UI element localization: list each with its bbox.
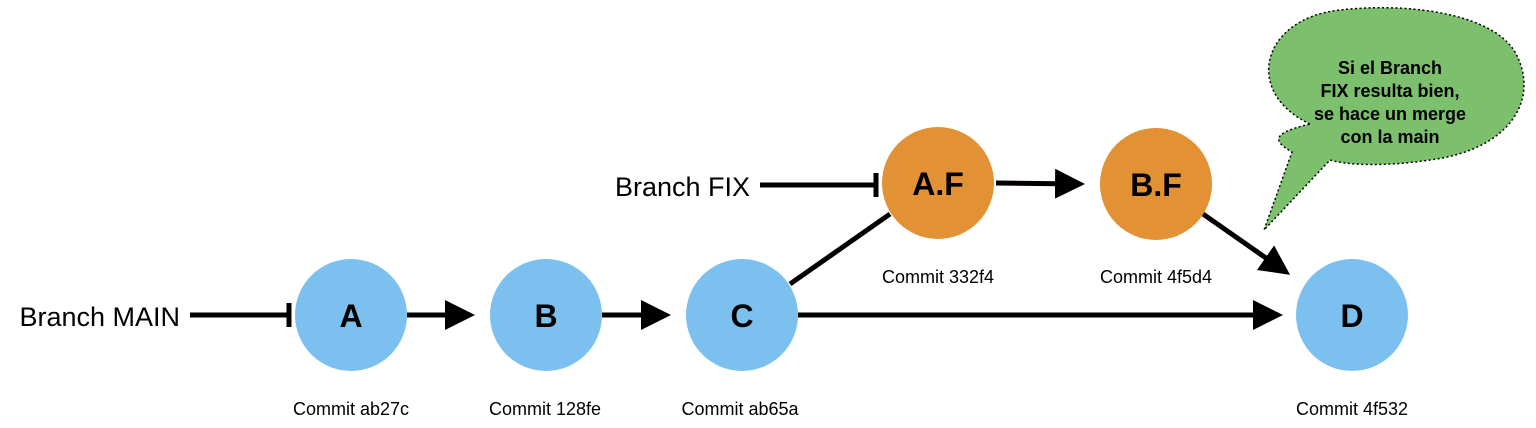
callout-line-1: Si el Branch — [1338, 58, 1442, 78]
node-bf: B.F Commit 4f5d4 — [1100, 128, 1212, 287]
node-b-label: B — [534, 298, 557, 334]
connectors — [190, 168, 1291, 330]
callout-bubble-shape — [1263, 6, 1525, 231]
commit-circle-b — [490, 259, 602, 371]
node-c-label: C — [730, 298, 753, 334]
node-bf-commit: Commit 4f5d4 — [1100, 267, 1212, 287]
branch-fix-label: Branch FIX — [615, 172, 750, 202]
arrow-af-bf — [995, 168, 1085, 199]
commit-circle-c — [686, 259, 798, 371]
node-bf-label: B.F — [1130, 167, 1182, 203]
node-c-commit: Commit ab65a — [681, 399, 799, 419]
callout-line-3: se hace un merge — [1314, 104, 1466, 124]
callout-line-4: con la main — [1340, 127, 1439, 147]
arrow-bf-d — [1201, 211, 1291, 275]
node-b: B Commit 128fe — [489, 259, 602, 419]
branch-main-label: Branch MAIN — [19, 302, 180, 332]
node-a-label: A — [339, 298, 362, 334]
commit-circle-af — [882, 127, 994, 239]
node-af-commit: Commit 332f4 — [882, 267, 994, 287]
node-c: C Commit ab65a — [681, 259, 800, 419]
line-c-af — [788, 211, 892, 287]
node-d-commit: Commit 4f532 — [1296, 399, 1408, 419]
commit-circle-d — [1296, 259, 1408, 371]
node-a-commit: Commit ab27c — [293, 399, 409, 419]
node-a: A Commit ab27c — [293, 259, 409, 419]
node-d-label: D — [1340, 298, 1363, 334]
commit-circle-bf — [1100, 128, 1212, 240]
callout-line-2: FIX resulta bien, — [1320, 81, 1459, 101]
node-af-label: A.F — [912, 166, 964, 202]
node-af: A.F Commit 332f4 — [882, 127, 994, 287]
node-b-commit: Commit 128fe — [489, 399, 601, 419]
commit-circle-a — [295, 259, 407, 371]
callout-bubble: Si el Branch FIX resulta bien, se hace u… — [1263, 6, 1525, 231]
node-d: D Commit 4f532 — [1296, 259, 1408, 419]
